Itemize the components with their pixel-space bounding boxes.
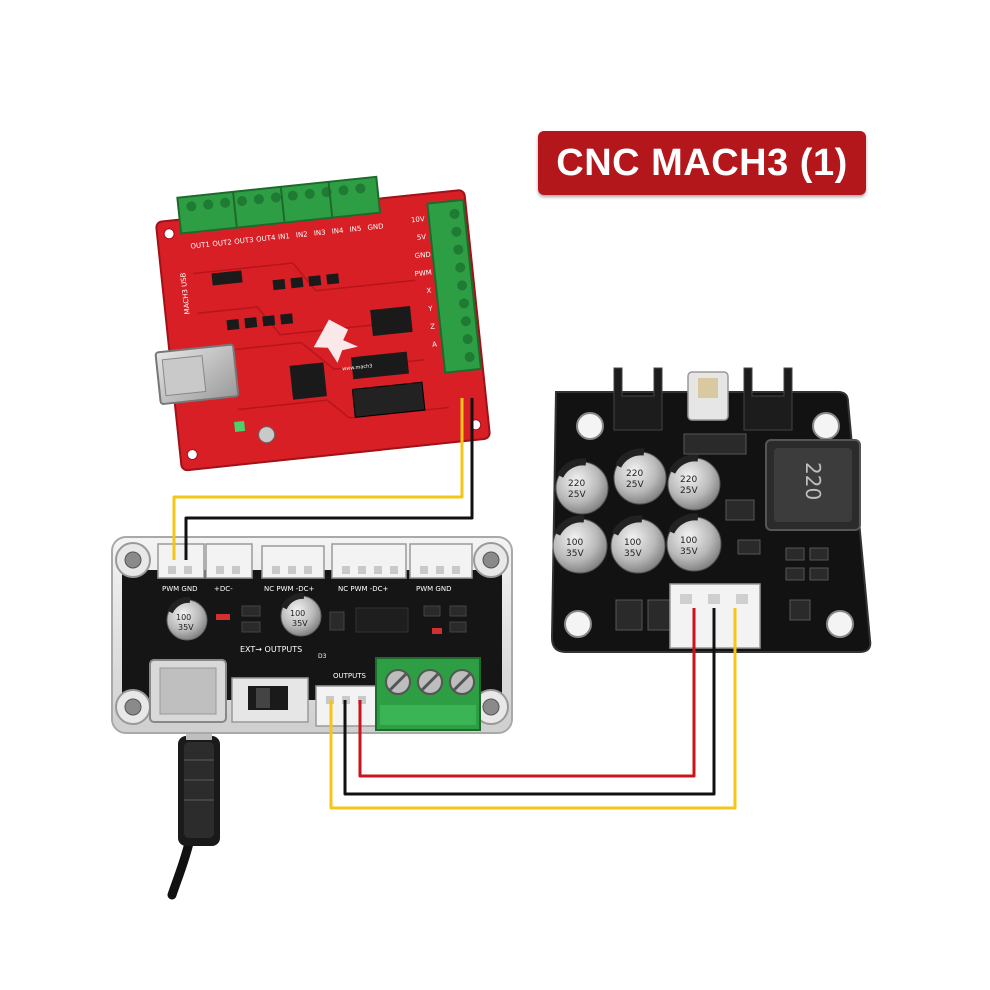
title-badge: CNC MACH3 (1)	[538, 131, 866, 195]
driver-capacitors-bottom: 100 35V 100 35V 100 35V	[552, 513, 722, 574]
svg-text:35V: 35V	[566, 549, 584, 559]
d3-label: D3	[318, 653, 327, 660]
mach3-usb-board: OUT1 OUT2 OUT3 OUT4 IN1 IN2 IN3 IN4 IN5 …	[155, 175, 491, 472]
mach3-pin-label: PWM	[414, 269, 432, 279]
ext-outputs-label: EXT→ OUTPUTS	[240, 645, 302, 654]
adapter-board: PWM GND +DC- NC PWM -DC+ NC PWM -DC+ PWM…	[111, 536, 513, 734]
svg-text:25V: 25V	[568, 490, 586, 500]
outputs-label: OUTPUTS	[333, 672, 367, 680]
mach3-pin-label: X	[426, 287, 432, 295]
svg-text:35V: 35V	[624, 549, 642, 559]
mach3-pin-label: IN3	[313, 228, 326, 237]
adapter-capacitors: 100 35V 100 35V	[166, 592, 322, 641]
wiring	[172, 398, 737, 810]
spindle-driver-board: 220 220 25V 220 25V 220 25V	[550, 367, 872, 653]
wire-output-signal	[329, 608, 737, 810]
wire-output-power	[358, 608, 696, 778]
mach3-pin-label: IN5	[349, 225, 362, 234]
mach3-pin-label: 10V	[411, 215, 426, 224]
svg-text:35V: 35V	[178, 623, 194, 632]
svg-text:100: 100	[680, 536, 697, 546]
connector-label-nc-pwm-dc-2: NC PWM -DC+	[338, 585, 389, 593]
standoffs	[115, 542, 509, 725]
adapter-screw-terminal	[375, 657, 481, 731]
adapter-connectors	[157, 543, 473, 579]
mach3-pin-label: A	[432, 340, 438, 348]
connector-label-nc-pwm-dc: NC PWM -DC+	[264, 585, 315, 593]
mach3-pin-label: IN4	[331, 226, 344, 235]
svg-text:100: 100	[624, 538, 641, 548]
driver-capacitors-top: 220 25V 220 25V 220 25V	[555, 448, 721, 515]
svg-text:www.mach3: www.mach3	[342, 363, 373, 372]
fan-clips	[613, 367, 793, 431]
svg-text:25V: 25V	[680, 486, 698, 496]
connector-label-dc: +DC-	[214, 585, 233, 593]
inductor: 220	[765, 439, 861, 531]
wire-output-ground	[343, 608, 716, 796]
inductor-label: 220	[801, 462, 825, 500]
svg-text:100: 100	[176, 613, 191, 622]
mach3-pin-label: OUT4	[256, 234, 277, 244]
svg-text:35V: 35V	[680, 547, 698, 557]
mach3-pin-label: Y	[427, 305, 434, 314]
mach3-side-terminals	[426, 198, 483, 374]
mach3-pin-label: 5V	[416, 233, 426, 242]
svg-text:35V: 35V	[292, 619, 308, 628]
mach3-pin-label: GND	[414, 251, 431, 261]
svg-text:25V: 25V	[626, 480, 644, 490]
svg-text:220: 220	[680, 475, 697, 485]
wire-pwm-ground	[184, 398, 474, 560]
wire-pwm-signal	[172, 398, 464, 560]
svg-text:100: 100	[290, 609, 305, 618]
svg-text:100: 100	[566, 538, 583, 548]
mach3-pin-label: OUT1	[190, 241, 210, 251]
svg-text:220: 220	[568, 479, 585, 489]
connector-label-pwm-gnd: PWM GND	[162, 585, 197, 593]
mach3-pin-label: OUT2	[212, 238, 232, 248]
mach3-pin-label: IN2	[296, 230, 309, 239]
mach3-pin-label: IN1	[278, 232, 291, 241]
usb-connector	[154, 343, 240, 405]
mach3-pin-label: Z	[430, 322, 436, 330]
connector-label-pwm-gnd-2: PWM GND	[416, 585, 451, 593]
svg-text:220: 220	[626, 469, 643, 479]
dc-power-cable	[167, 718, 220, 900]
mach3-top-terminals	[176, 175, 382, 235]
mach3-pin-label: GND	[367, 222, 384, 232]
mach3-pin-label: OUT3	[234, 236, 254, 246]
